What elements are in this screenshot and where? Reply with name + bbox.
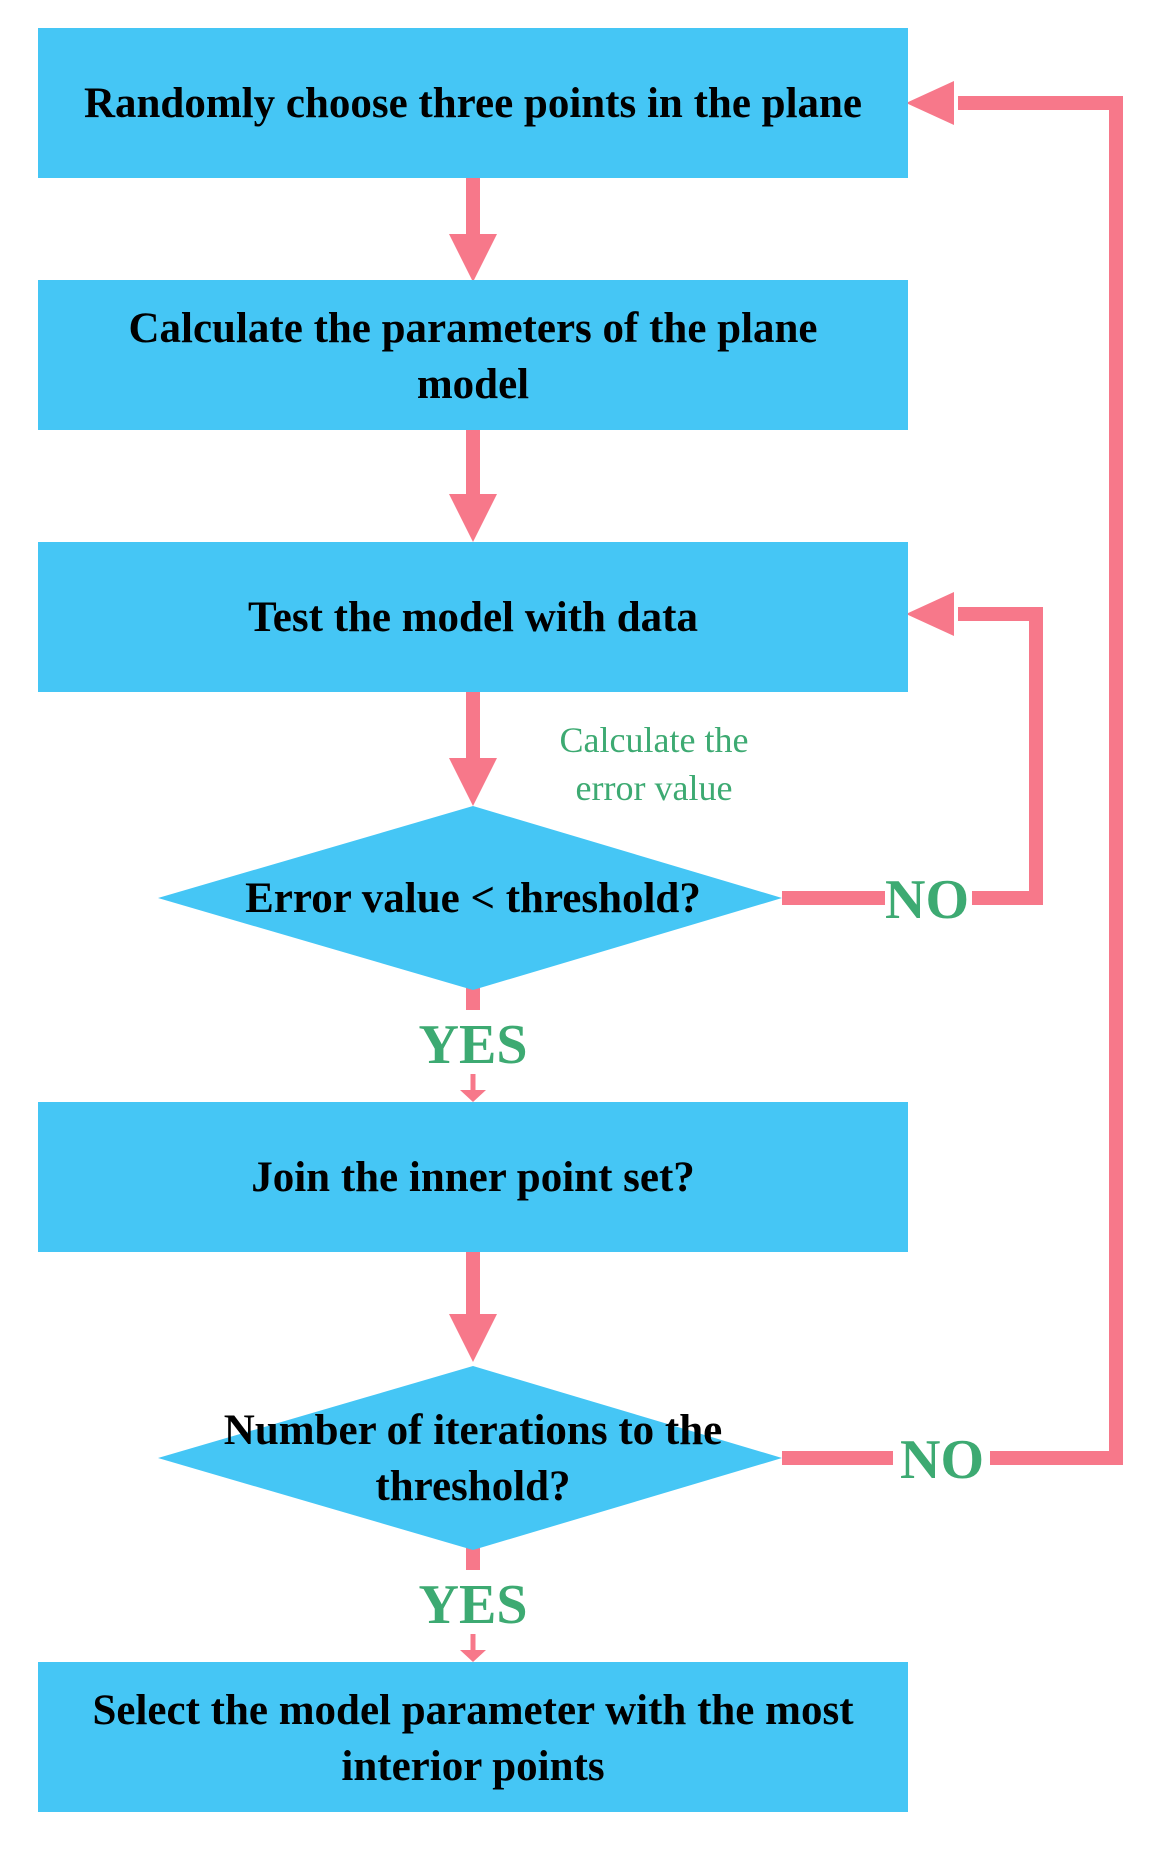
node-test-model-line-1: Test the model with data [248,594,698,641]
arrowhead-into-error [449,758,497,806]
node-choose-points-line-1: Randomly choose three points in the plan… [84,80,862,127]
node-error-check-shape [158,806,782,990]
node-test-model: Test the model with data [38,542,908,692]
node-select-model-shape [38,1662,908,1812]
arrowhead-into-test [449,494,497,542]
node-select-model-line-1: Select the model parameter with the most [92,1687,854,1734]
node-choose-points: Randomly choose three points in the plan… [38,28,908,178]
edge-label-iter-yes: YES [419,1574,528,1636]
node-select-model: Select the model parameter with the most… [38,1662,908,1812]
node-iter-check: Number of iterations to the threshold? [158,1366,782,1550]
edge-iter-no-loop-tail [958,96,1123,1465]
arrowhead-into-iter [449,1314,497,1362]
node-iter-check-shape [158,1366,782,1550]
arrowhead-into-join [460,1090,486,1102]
node-calc-params-line-1: Calculate the parameters of the plane [128,305,817,352]
arrowhead-into-test-side [906,592,954,636]
edge-label-error-no: NO [885,869,969,931]
annotation-calc-error: Calculate the error value [560,720,749,808]
arrowhead-into-select [460,1650,486,1662]
node-error-check-line-1: Error value < threshold? [245,875,701,922]
node-join-set: Join the inner point set? [38,1102,908,1252]
node-iter-check-line-2: threshold? [375,1463,570,1510]
edge-label-error-yes: YES [419,1014,528,1076]
node-error-check: Error value < threshold? [158,806,782,990]
node-test-model-shape [38,542,908,692]
node-calc-params-line-2: model [417,361,529,408]
annotation-calc-error-line-2: error value [576,768,733,808]
annotation-calc-error-line-1: Calculate the [560,720,749,760]
arrowheads [449,81,954,1662]
node-select-model-line-2: interior points [341,1743,604,1790]
node-calc-params-shape [38,280,908,430]
node-choose-points-shape [38,28,908,178]
edge-error-no-loop-tail [958,607,1043,905]
node-calc-params: Calculate the parameters of the plane mo… [38,280,908,430]
arrowhead-into-calc [449,234,497,282]
node-join-set-shape [38,1102,908,1252]
node-iter-check-line-1: Number of iterations to the [224,1407,722,1454]
arrowhead-into-choose-side [906,81,954,125]
edge-label-iter-no: NO [900,1429,984,1491]
node-join-set-line-1: Join the inner point set? [251,1154,695,1201]
